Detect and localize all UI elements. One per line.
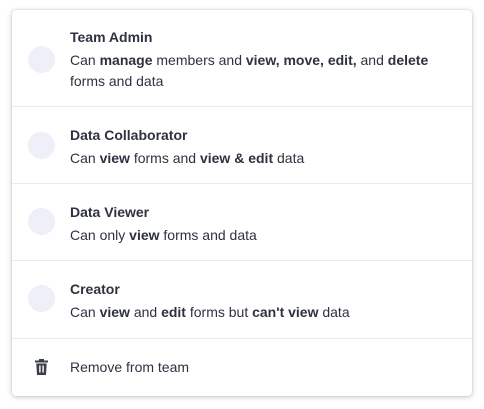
description-text: Can [70, 52, 100, 68]
description-text: forms and data [159, 227, 257, 243]
description-emphasis: edit [161, 304, 186, 320]
description-emphasis: manage [99, 52, 153, 68]
role-option-creator[interactable]: Creator Can view and edit forms but can'… [12, 261, 472, 339]
role-description: Can manage members and view, move, edit,… [70, 50, 460, 92]
trash-icon [35, 359, 48, 375]
role-title: Data Viewer [70, 204, 150, 220]
remove-from-team-button[interactable]: Remove from team [12, 339, 472, 396]
description-emphasis: delete [387, 52, 429, 68]
role-radio-data-collaborator[interactable] [28, 132, 55, 159]
description-text: forms but [185, 304, 253, 320]
role-option-team-admin[interactable]: Team Admin Can manage members and view, … [12, 10, 472, 107]
description-text: members and [152, 52, 246, 68]
role-menu: Team Admin Can manage members and view, … [12, 10, 472, 396]
description-text: Can [70, 150, 100, 166]
description-emphasis: view, move, edit, [245, 52, 357, 68]
description-text: and [129, 304, 162, 320]
description-emphasis: view & edit [199, 150, 274, 166]
description-text: data [273, 150, 305, 166]
role-title: Team Admin [70, 29, 153, 45]
role-radio-team-admin[interactable] [28, 46, 55, 73]
role-description: Can only view forms and data [70, 225, 460, 246]
role-radio-data-viewer[interactable] [28, 208, 55, 235]
role-description: Can view and edit forms but can't view d… [70, 302, 460, 323]
description-emphasis: view [99, 304, 130, 320]
description-text: forms and data [70, 73, 164, 89]
description-text: data [318, 304, 350, 320]
role-option-data-collaborator[interactable]: Data Collaborator Can view forms and vie… [12, 107, 472, 184]
description-emphasis: view [99, 150, 130, 166]
role-option-data-viewer[interactable]: Data Viewer Can only view forms and data [12, 184, 472, 261]
description-text: Can [70, 304, 100, 320]
description-emphasis: view [129, 227, 160, 243]
role-title: Creator [70, 281, 120, 297]
role-radio-creator[interactable] [28, 285, 55, 312]
description-emphasis: can't view [252, 304, 319, 320]
description-text: and [356, 52, 388, 68]
description-text: Can only [70, 227, 130, 243]
remove-from-team-label: Remove from team [70, 359, 190, 375]
role-title: Data Collaborator [70, 127, 188, 143]
description-text: forms and [129, 150, 200, 166]
role-description: Can view forms and view & edit data [70, 148, 460, 169]
